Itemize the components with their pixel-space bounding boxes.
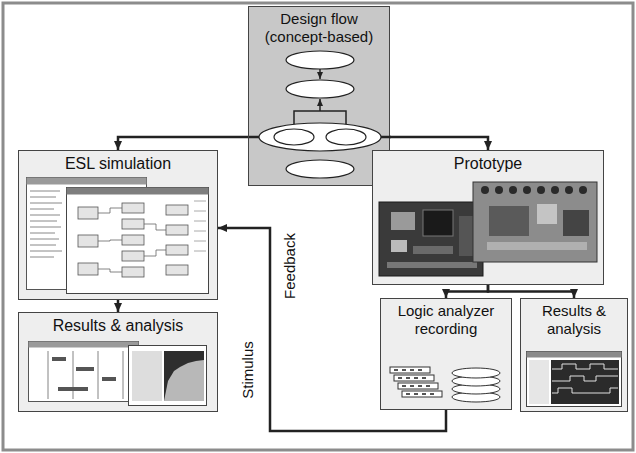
flow-illustration (249, 49, 391, 181)
connector-arrow (488, 285, 574, 298)
design-flow-box: Design flow (concept-based) (248, 6, 390, 186)
connector-arrow (390, 137, 488, 150)
node-title: Prototype (373, 151, 603, 173)
connector-arrow (117, 300, 120, 312)
node-title: Results & analysis (521, 299, 627, 338)
process-box: ESL simulation (18, 150, 218, 300)
results-screenshot (28, 341, 208, 407)
connector-arrow (118, 137, 248, 150)
connector-arrow (446, 285, 488, 298)
simulator-screenshot (26, 177, 210, 295)
node-title: ESL simulation (19, 151, 217, 173)
flow-label: Feedback (281, 233, 299, 299)
process-box: Logic analyzer recording (380, 298, 512, 410)
prototype-boards (377, 180, 599, 280)
process-box: Results & analysis (18, 312, 218, 412)
process-box: Prototype (372, 150, 604, 285)
process-box: Results & analysis (520, 298, 628, 412)
node-title: Results & analysis (19, 313, 217, 335)
node-title: Logic analyzer recording (381, 299, 511, 338)
node-title: Design flow (concept-based) (249, 7, 389, 46)
edge-label: Stimulus (239, 341, 257, 399)
waveform-screenshot (526, 351, 622, 407)
recording-icons (386, 363, 506, 405)
